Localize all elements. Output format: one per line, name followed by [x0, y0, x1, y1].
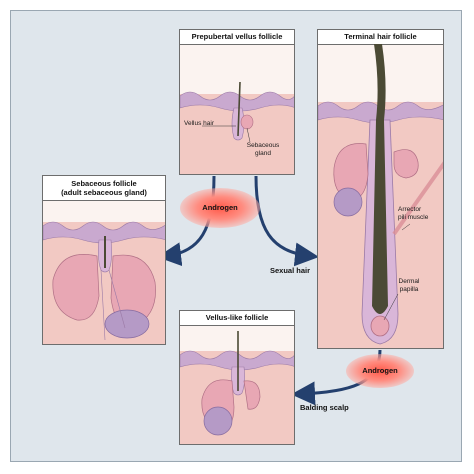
panel-title: Vellus-like follicle: [180, 311, 294, 326]
prepubertal-illustration: [180, 81, 294, 174]
panel-sebaceous: Sebaceous follicle (adult sebaceous glan…: [42, 175, 166, 345]
androgen-glow-bottom: [346, 354, 414, 388]
label-arrector-pili: Arrector pili muscle: [398, 206, 428, 222]
vellus-like-illustration: [180, 331, 294, 444]
panel-vellus-like: Vellus-like follicle: [179, 310, 295, 445]
label-sebaceous-line1: Sebaceous: [246, 142, 280, 149]
panel-terminal: Terminal hair follicle Arrector pili mus…: [317, 29, 444, 349]
label-sexual-hair: Sexual hair: [270, 266, 311, 275]
label-sebaceous-line2: gland: [255, 150, 271, 157]
androgen-glow-top: [180, 188, 260, 228]
androgen-label-bottom: Androgen: [362, 366, 398, 375]
label-sebaceous-gland: Sebaceous gland: [238, 142, 288, 158]
label-vellus-hair: Vellus hair: [184, 120, 214, 127]
panel-title: Terminal hair follicle: [318, 30, 443, 45]
arrow-to-terminal: [254, 175, 319, 267]
terminal-illustration: [318, 44, 443, 348]
label-arrector-line1: Arrector: [398, 206, 422, 213]
label-dermal-line2: papilla: [399, 286, 419, 293]
label-dermal-line1: Dermal: [398, 278, 420, 285]
label-arrector-line2: pili muscle: [398, 214, 429, 221]
panel-title-line2: (adult sebaceous gland): [61, 188, 147, 197]
panel-title: Prepubertal vellus follicle: [180, 30, 294, 45]
panel-title-line1: Sebaceous follicle: [71, 179, 137, 188]
sebaceous-illustration: [43, 221, 165, 344]
label-balding-scalp: Balding scalp: [300, 403, 349, 412]
panel-prepubertal: Prepubertal vellus follicle Vellus hair …: [179, 29, 295, 175]
androgen-label-top: Androgen: [202, 203, 238, 212]
label-dermal-papilla: Dermal papilla: [384, 278, 434, 294]
panel-title: Sebaceous follicle (adult sebaceous glan…: [43, 176, 165, 201]
